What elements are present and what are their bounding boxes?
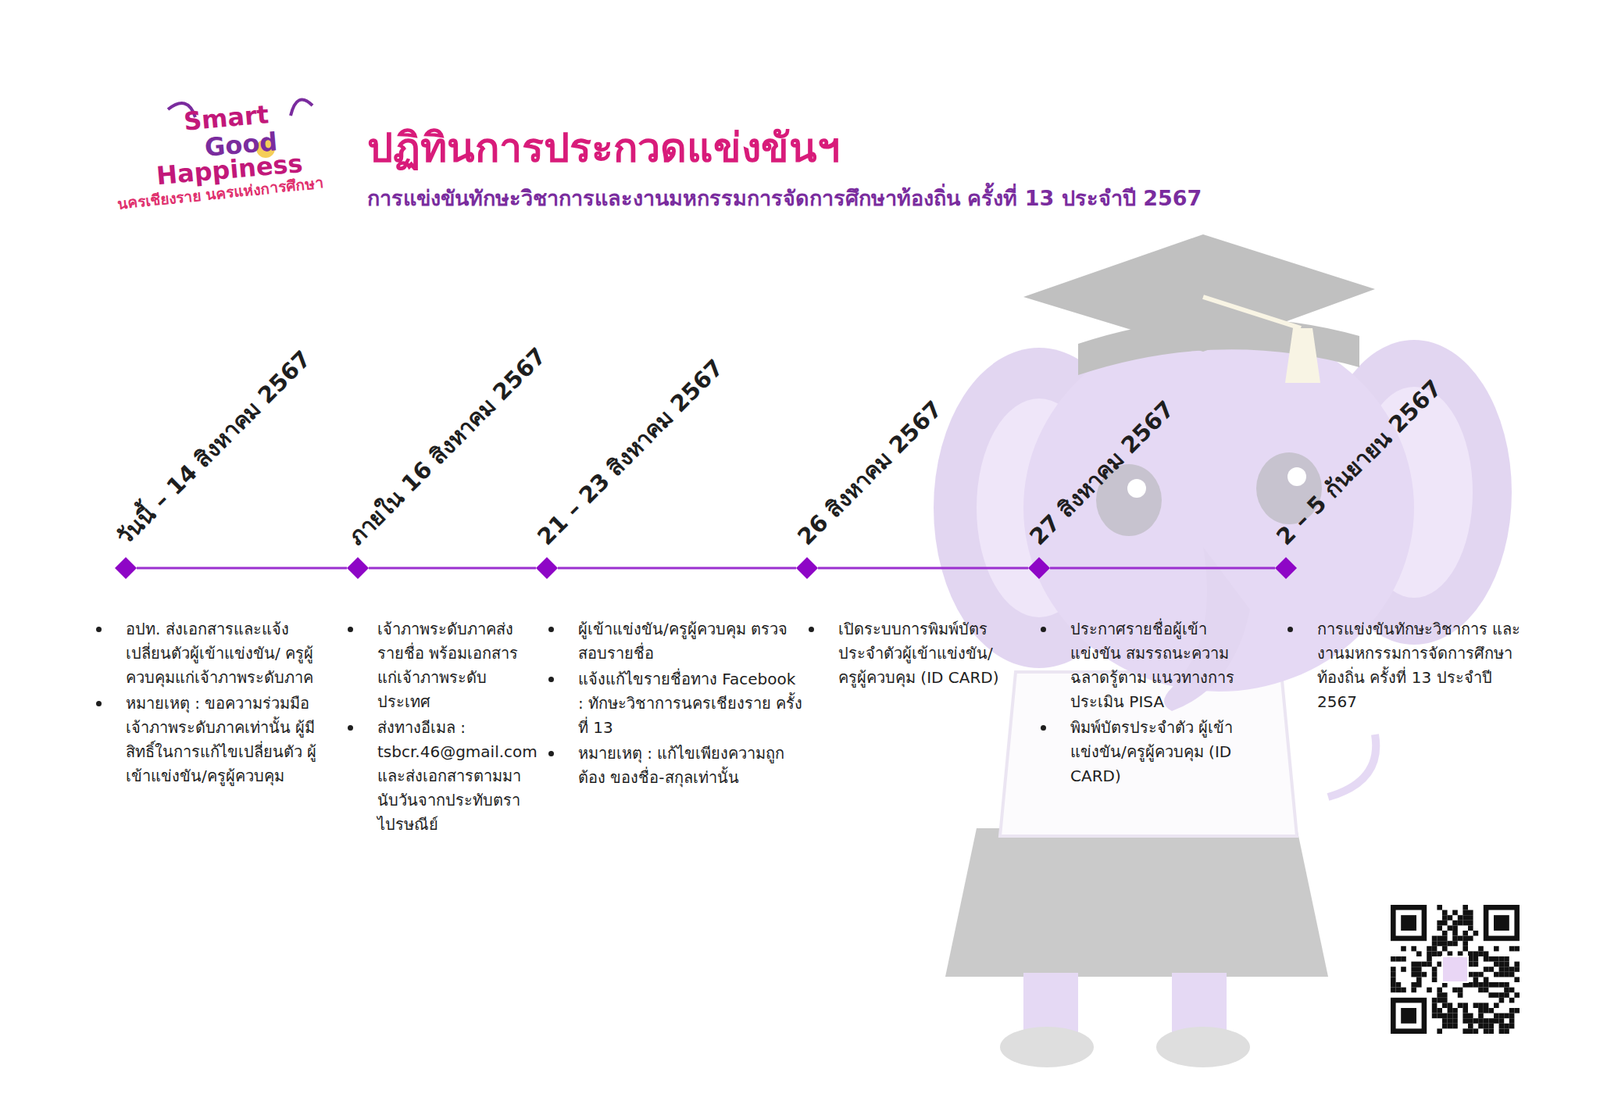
timeline-event: 27 สิงหาคม 2567ประกาศรายชื่อผู้เข้าแข่งข…	[1023, 546, 1254, 790]
event-detail: เปิดระบบการพิมพ์บัตร ประจำตัวผู้เข้าแข่ง…	[838, 619, 1000, 687]
bullet-item: ประกาศรายชื่อผู้เข้าแข่งขัน สมรรถนะความฉ…	[1039, 617, 1254, 715]
bullet-list: เจ้าภาพระดับภาคส่ง รายชื่อ พร้อมเอกสาร แ…	[346, 617, 530, 839]
timeline-event: 21 – 23 สิงหาคม 2567ผู้เข้าแข่งขัน/ครูผู…	[531, 546, 805, 792]
bullet-dot	[808, 626, 815, 633]
bullet-list: อปท. ส่งเอกสารและแจ้ง เปลี่ยนตัวผู้เข้าแ…	[94, 617, 337, 790]
bullet-dot	[548, 626, 554, 633]
timeline-line	[136, 567, 347, 570]
event-date: วันนี้ – 14 สิงหาคม 2567	[110, 344, 318, 551]
event-detail: เจ้าภาพระดับภาคส่ง รายชื่อ พร้อมเอกสาร แ…	[377, 619, 518, 711]
bullet-dot	[96, 700, 102, 707]
subtitle: การแข่งขันทักษะวิชาการและงานมหกรรมการจัด…	[367, 185, 1202, 211]
timeline-diamond	[796, 557, 818, 579]
qr-code	[1390, 904, 1520, 1034]
bullet-item: แจ้งแก้ไขรายชื่อทาง Facebook : ทักษะวิชา…	[546, 667, 805, 740]
bullet-dot	[548, 750, 554, 757]
event-date: 21 – 23 สิงหาคม 2567	[532, 353, 730, 551]
event-detail: ประกาศรายชื่อผู้เข้าแข่งขัน สมรรถนะความฉ…	[1070, 619, 1235, 711]
timeline-event: ภายใน 16 สิงหาคม 2567เจ้าภาพระดับภาคส่ง …	[330, 546, 530, 839]
timeline-line	[1050, 567, 1275, 570]
bullet-item: เปิดระบบการพิมพ์บัตร ประจำตัวผู้เข้าแข่ง…	[807, 617, 1007, 690]
bullet-list: ผู้เข้าแข่งขัน/ครูผู้ควบคุม ตรวจสอบรายชื…	[546, 617, 805, 792]
bullet-item: ผู้เข้าแข่งขัน/ครูผู้ควบคุม ตรวจสอบรายชื…	[546, 617, 805, 666]
bullet-item: อปท. ส่งเอกสารและแจ้ง เปลี่ยนตัวผู้เข้าแ…	[94, 617, 337, 690]
timeline-event: 26 สิงหาคม 2567เปิดระบบการพิมพ์บัตร ประจ…	[791, 546, 1007, 692]
timeline-diamond	[1028, 557, 1050, 579]
bullet-item: หมายเหตุ : ขอความร่วมมือ เจ้าภาพระดับภาค…	[94, 691, 337, 789]
bullet-item: การแข่งขันทักษะวิชาการ และงานมหกรรมการจั…	[1285, 617, 1536, 715]
event-detail: ผู้เข้าแข่งขัน/ครูผู้ควบคุม ตรวจสอบรายชื…	[578, 619, 788, 663]
event-detail: พิมพ์บัตรประจำตัว ผู้เข้าแข่งขัน/ครูผู้ค…	[1070, 717, 1233, 786]
event-date: ภายใน 16 สิงหาคม 2567	[342, 341, 553, 551]
bullet-item: พิมพ์บัตรประจำตัว ผู้เข้าแข่งขัน/ครูผู้ค…	[1039, 715, 1254, 789]
timeline-line	[557, 567, 797, 570]
event-detail: แจ้งแก้ไขรายชื่อทาง Facebook : ทักษะวิชา…	[578, 669, 803, 737]
bullet-list: การแข่งขันทักษะวิชาการ และงานมหกรรมการจั…	[1285, 617, 1536, 716]
bullet-list: เปิดระบบการพิมพ์บัตร ประจำตัวผู้เข้าแข่ง…	[807, 617, 1007, 692]
event-detail: หมายเหตุ : ขอความร่วมมือ เจ้าภาพระดับภาค…	[125, 693, 317, 786]
event-date: 27 สิงหาคม 2567	[1024, 394, 1181, 551]
bullet-item: หมายเหตุ : แก้ไขเพียงความถูกต้อง ของชื่อ…	[546, 741, 805, 790]
timeline-event: 2 – 5 กันยายน 2567การแข่งขันทักษะวิชาการ…	[1270, 546, 1536, 716]
timeline-line	[368, 567, 536, 570]
page-title: ปฏิทินการประกวดแข่งขันฯ	[367, 123, 840, 172]
event-detail: อปท. ส่งเอกสารและแจ้ง เปลี่ยนตัวผู้เข้าแ…	[125, 619, 314, 687]
timeline-diamond	[535, 557, 558, 579]
bullet-dot	[1040, 626, 1047, 633]
timeline-diamond	[346, 557, 369, 579]
bullet-item: เจ้าภาพระดับภาคส่ง รายชื่อ พร้อมเอกสาร แ…	[346, 617, 530, 715]
event-detail: หมายเหตุ : แก้ไขเพียงความถูกต้อง ของชื่อ…	[578, 743, 785, 787]
bullet-dot	[347, 725, 354, 731]
timeline-line	[817, 567, 1029, 570]
timeline-diamond	[114, 557, 137, 579]
bullet-dot	[96, 626, 102, 633]
bullet-list: ประกาศรายชื่อผู้เข้าแข่งขัน สมรรถนะความฉ…	[1039, 617, 1254, 790]
event-date: 2 – 5 กันยายน 2567	[1271, 374, 1448, 551]
event-detail: ส่งทางอีเมล : tsbcr.46@gmail.com และส่งเ…	[377, 717, 538, 834]
bullet-dot	[347, 626, 354, 633]
timeline-diamond	[1275, 557, 1297, 579]
bullet-dot	[1287, 626, 1293, 633]
bullet-dot	[548, 676, 554, 683]
bullet-dot	[1040, 725, 1047, 731]
timeline-event: วันนี้ – 14 สิงหาคม 2567อปท. ส่งเอกสารแล…	[78, 546, 337, 790]
event-detail: การแข่งขันทักษะวิชาการ และงานมหกรรมการจั…	[1317, 619, 1521, 711]
event-date: 26 สิงหาคม 2567	[792, 394, 949, 551]
bullet-item: ส่งทางอีเมล : tsbcr.46@gmail.com และส่งเ…	[346, 715, 530, 837]
